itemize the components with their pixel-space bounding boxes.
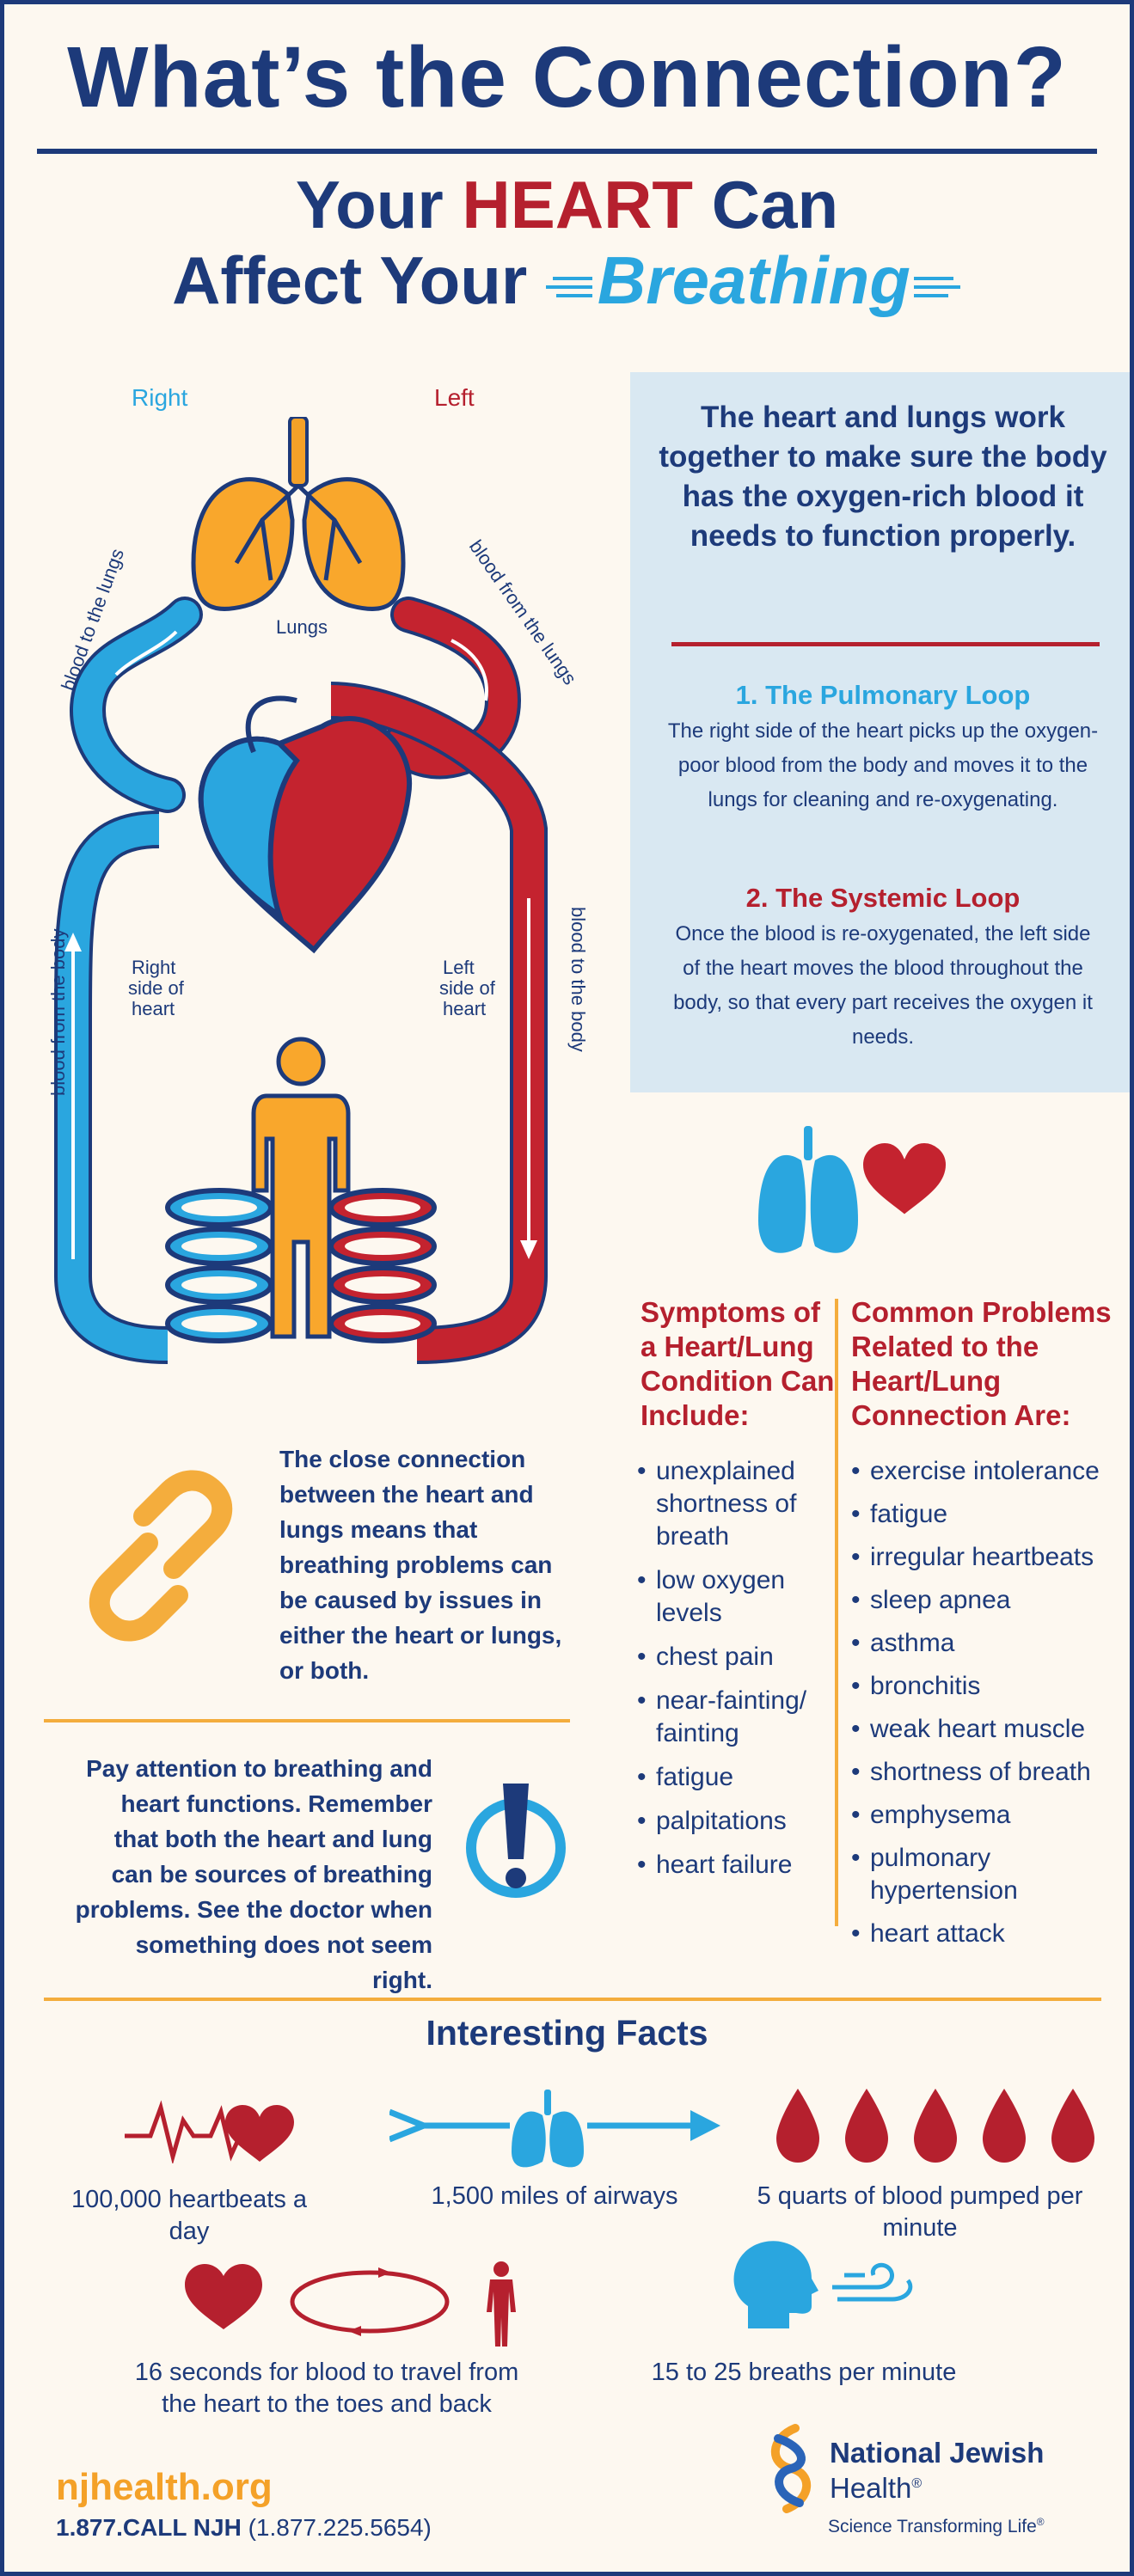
blood-to-body-label: blood to the body xyxy=(567,907,589,1052)
lungs-label: Lungs xyxy=(276,616,328,638)
njh-logo-icon xyxy=(770,2424,812,2513)
tagline-text: Science Transforming Life xyxy=(828,2517,1037,2536)
chain-link-icon xyxy=(89,1470,233,1642)
left-heart-label-3: heart xyxy=(443,998,486,1019)
list-item: fatigue xyxy=(637,1761,835,1794)
org-name-health: Health xyxy=(830,2472,912,2504)
registered-mark: ® xyxy=(1036,2516,1045,2528)
speed-lines-icon xyxy=(545,268,598,303)
list-item: low oxygen levels xyxy=(637,1564,835,1630)
registered-mark: ® xyxy=(911,2476,923,2491)
phone-main: 1.877.CALL NJH xyxy=(56,2514,242,2541)
systemic-loop-text: Once the blood is re-oxygenated, the lef… xyxy=(673,922,1093,1049)
intro-panel xyxy=(630,372,1130,1092)
systemic-loop-title: 2. The Systemic Loop xyxy=(745,883,1021,913)
attention-text: Pay attention to breathing and heart fun… xyxy=(75,1755,432,1993)
pulmonary-loop-text: The right side of the heart picks up the… xyxy=(667,719,1099,811)
symptoms-title: Symptoms of a Heart/Lung Condition Can I… xyxy=(641,1296,835,1431)
exclamation-icon xyxy=(466,1784,566,1898)
facts-title: Interesting Facts xyxy=(426,2013,708,2053)
list-item: exercise intolerance xyxy=(851,1455,1126,1488)
right-heart-label-3: heart xyxy=(132,998,175,1019)
section-divider xyxy=(44,1998,1101,2001)
fact-blood-travel: 16 seconds for blood to travel from the … xyxy=(134,2359,519,2418)
subtitle-line-1: Your HEART Can xyxy=(4,168,1130,242)
speed-lines-icon xyxy=(910,268,962,303)
left-heart-label-1: Left xyxy=(443,957,475,978)
subtitle-part: Your xyxy=(295,167,463,242)
tagline: Science Transforming Life® xyxy=(828,2516,1045,2537)
phone-number[interactable]: 1.877.CALL NJH (1.877.225.5654) xyxy=(56,2514,432,2542)
intro-text: The heart and lungs work together to mak… xyxy=(659,401,1107,553)
lungs-heart-icon xyxy=(758,1126,950,1253)
list-item: irregular heartbeats xyxy=(851,1541,1126,1574)
list-item: weak heart muscle xyxy=(851,1713,1126,1746)
subtitle-heart-word: HEART xyxy=(462,167,694,242)
section-divider xyxy=(44,1719,570,1722)
fact-heartbeats: 100,000 heartbeats a day xyxy=(70,2186,308,2245)
list-item: sleep apnea xyxy=(851,1584,1126,1617)
fact-blood-pumped: 5 quarts of blood pumped per minute xyxy=(757,2182,1083,2242)
problems-title: Common Problems Related to the Heart/Lun… xyxy=(851,1296,1112,1431)
list-item: shortness of breath xyxy=(851,1756,1126,1789)
heart-icon xyxy=(859,1139,950,1219)
subtitle-part: Affect Your xyxy=(172,242,546,318)
subtitle-line-2: Affect Your Breathing xyxy=(4,243,1130,317)
blood-drop-icon xyxy=(776,2089,819,2163)
org-name-line-2: Health® xyxy=(830,2469,922,2503)
blood-drop-icon xyxy=(914,2089,957,2163)
heartbeat-icon xyxy=(125,2100,294,2163)
lungs-illustration xyxy=(191,417,406,611)
lungs-icon xyxy=(758,1126,858,1253)
list-item: pulmonary hypertension xyxy=(851,1842,1126,1907)
page-title: What’s the Connection? xyxy=(67,29,1067,125)
right-heart-label-2: side of xyxy=(128,977,185,999)
phone-alt: (1.877.225.5654) xyxy=(241,2514,432,2541)
blood-drop-icon xyxy=(983,2089,1026,2163)
connection-text: The close connection between the heart a… xyxy=(279,1446,562,1684)
org-name-line-1: National Jewish xyxy=(830,2437,1045,2469)
list-item: emphysema xyxy=(851,1799,1126,1832)
symptoms-list: unexplained shortness of breath low oxyg… xyxy=(637,1455,835,1893)
list-item: unexplained shortness of breath xyxy=(637,1455,835,1553)
left-label: Left xyxy=(434,384,475,411)
heart-illustration xyxy=(198,695,413,954)
human-figure-icon xyxy=(251,1037,351,1339)
body-capillaries xyxy=(165,1188,437,1343)
circulation-diagram: Lungs blood to the lungs blood from the … xyxy=(47,417,589,1364)
list-item: heart failure xyxy=(637,1849,835,1882)
intro-divider xyxy=(671,642,1100,646)
subtitle-part: Can xyxy=(693,167,839,242)
right-label: Right xyxy=(132,384,188,411)
blood-from-body-label: blood from the body xyxy=(47,929,69,1096)
heart-icon xyxy=(185,2264,262,2329)
left-heart-label-2: side of xyxy=(439,977,496,999)
blood-drop-icon xyxy=(1051,2089,1094,2163)
circulation-loop-icon xyxy=(185,2261,516,2347)
lungs-icon xyxy=(512,2090,584,2168)
website-link[interactable]: njhealth.org xyxy=(56,2466,273,2508)
subtitle-breathing-word: Breathing xyxy=(597,242,910,318)
pulmonary-loop-title: 1. The Pulmonary Loop xyxy=(735,680,1031,710)
human-figure-icon xyxy=(487,2261,516,2347)
list-item: near-fainting/ fainting xyxy=(637,1685,835,1750)
list-item: chest pain xyxy=(637,1641,835,1673)
list-item: bronchitis xyxy=(851,1670,1126,1703)
list-item: palpitations xyxy=(637,1805,835,1838)
problems-list: exercise intolerance fatigue irregular h… xyxy=(851,1455,1126,1961)
column-divider xyxy=(835,1299,838,1926)
list-item: heart attack xyxy=(851,1918,1126,1950)
title-divider xyxy=(37,149,1097,154)
fact-airways: 1,500 miles of airways xyxy=(431,2182,678,2210)
breath-head-icon xyxy=(733,2241,913,2328)
list-item: fatigue xyxy=(851,1498,1126,1531)
list-item: asthma xyxy=(851,1627,1126,1660)
fact-breaths: 15 to 25 breaths per minute xyxy=(651,2359,957,2386)
airway-arrow-icon xyxy=(389,2090,720,2168)
blood-drop-icon xyxy=(845,2089,888,2163)
right-heart-label-1: Right xyxy=(132,957,175,978)
blood-drops-icon xyxy=(776,2089,1094,2163)
